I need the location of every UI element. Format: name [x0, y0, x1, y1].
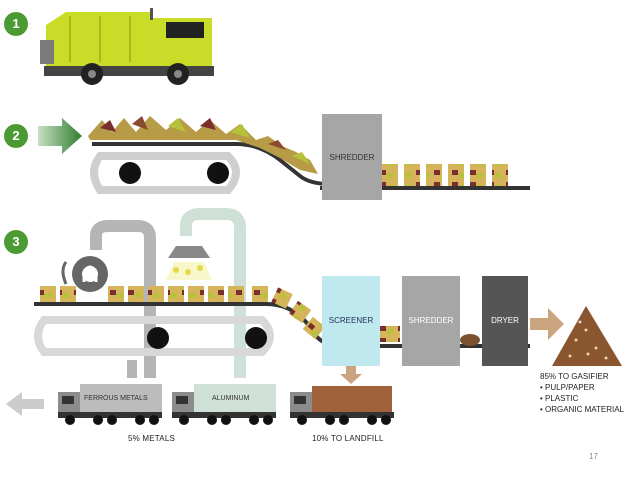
screener-box	[322, 276, 380, 366]
exit-arrow-icon	[6, 392, 44, 416]
shredder-box-3	[402, 276, 460, 366]
eddy-current-lamp-icon	[166, 246, 212, 280]
to-gasifier-arrow-icon	[530, 308, 564, 340]
step-1-badge: 1	[4, 12, 28, 36]
shredded-material-3	[40, 286, 326, 340]
page-number: 17	[589, 452, 598, 461]
aluminum-truck-icon	[172, 384, 276, 425]
conveyor-belt-2	[90, 142, 530, 194]
gasifier-item: • ORGANIC MATERIAL	[540, 405, 624, 414]
aluminum-label: ALUMINUM	[212, 395, 250, 402]
landfill-caption: 10% TO LANDFILL	[312, 434, 384, 443]
magnet-duct	[90, 220, 156, 378]
shredder-label-2: SHREDDER	[329, 153, 375, 162]
gasifier-caption: 85% TO GASIFIER	[540, 372, 609, 381]
gasifier-item: • PLASTIC	[540, 394, 579, 403]
dryer-box	[482, 276, 528, 366]
ferrous-truck-icon	[58, 384, 162, 425]
collection-truck-icon	[40, 8, 214, 85]
input-arrow-icon	[38, 118, 82, 154]
ferrous-metals-label: FERROUS METALS	[84, 395, 148, 402]
gasifier-pile-icon	[552, 306, 622, 366]
to-landfill-arrow-icon	[340, 366, 362, 384]
landfill-truck-icon	[290, 386, 394, 425]
gasifier-item: • PULP/PAPER	[540, 383, 595, 392]
shredded-pulp	[460, 334, 480, 346]
shredded-material-2	[382, 164, 508, 186]
step-3-badge: 3	[4, 230, 28, 254]
screened-material	[380, 326, 400, 342]
magnet-gear-icon	[61, 256, 108, 292]
screener-label: SCREENER	[328, 316, 374, 325]
gasifier-list: 85% TO GASIFIER • PULP/PAPER • PLASTIC •…	[540, 371, 624, 415]
dryer-label: DRYER	[491, 316, 519, 325]
shredder-box-2	[322, 114, 382, 200]
waste-pile-2	[88, 116, 318, 174]
step-2-badge: 2	[4, 124, 28, 148]
metals-caption: 5% METALS	[128, 434, 175, 443]
shredder-label-3: SHREDDER	[408, 316, 454, 325]
aluminum-duct	[127, 208, 246, 378]
